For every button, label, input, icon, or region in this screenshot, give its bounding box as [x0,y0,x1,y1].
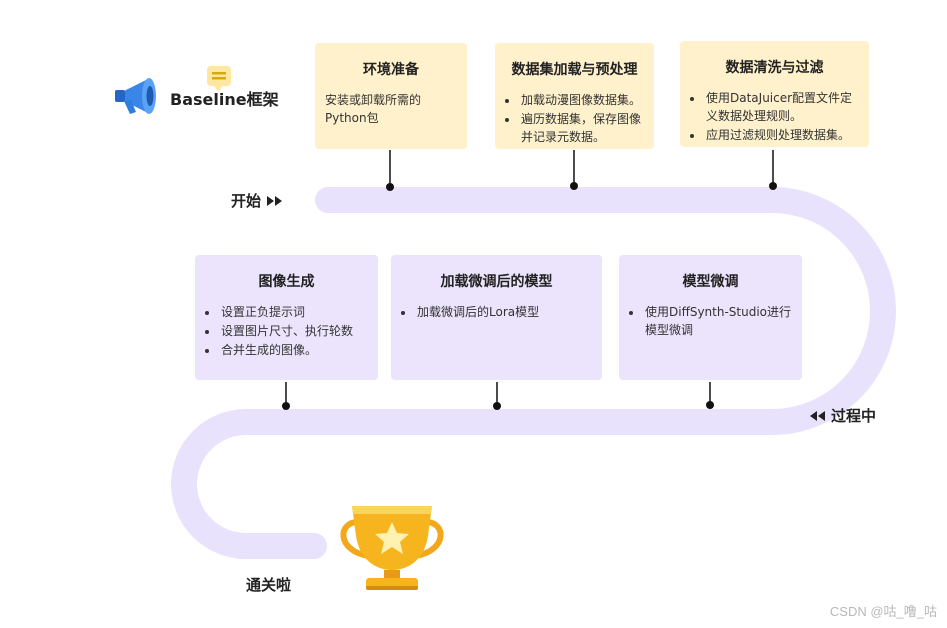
diagram-title: Baseline框架 [170,90,279,109]
card-load: 数据集加载与预处理 加载动漫图像数据集。 遍历数据集，保存图像并记录元数据。 [495,43,654,149]
card-clean: 数据清洗与过滤 使用DataJuicer配置文件定义数据处理规则。 应用过滤规则… [680,41,869,147]
list-item: 使用DataJuicer配置文件定义数据处理规则。 [704,89,859,125]
card-ft-title: 模型微调 [682,274,739,290]
finish-marker: 通关啦 [246,574,291,595]
list-item: 加载动漫图像数据集。 [519,91,644,109]
start-marker: 开始 [231,190,283,211]
card-loadft-list: 加载微调后的Lora模型 [401,303,592,321]
card-gen-title: 图像生成 [258,274,315,290]
card-env: 环境准备 安装或卸载所需的Python包 [315,43,467,149]
card-clean-title: 数据清洗与过滤 [725,60,824,76]
card-loadft-title: 加载微调后的模型 [440,274,553,290]
card-gen: 图像生成 设置正负提示词 设置图片尺寸、执行轮数 合并生成的图像。 [195,255,378,380]
card-load-title: 数据集加载与预处理 [511,62,638,78]
card-env-text: 安装或卸载所需的Python包 [325,93,422,125]
list-item: 设置正负提示词 [219,303,368,321]
list-item: 使用DiffSynth-Studio进行模型微调 [643,303,792,339]
megaphone-icon [115,78,156,114]
list-item: 遍历数据集，保存图像并记录元数据。 [519,110,644,146]
card-ft-list: 使用DiffSynth-Studio进行模型微调 [629,303,792,339]
list-item: 加载微调后的Lora模型 [415,303,592,321]
progress-label: 过程中 [831,407,877,425]
list-item: 设置图片尺寸、执行轮数 [219,322,368,340]
start-label: 开始 [231,192,262,210]
top-connectors [386,150,777,191]
list-item: 应用过滤规则处理数据集。 [704,126,859,144]
card-clean-list: 使用DataJuicer配置文件定义数据处理规则。 应用过滤规则处理数据集。 [690,89,859,144]
list-item: 合并生成的图像。 [219,341,368,359]
finish-label: 通关啦 [246,576,292,594]
trophy-icon [340,506,444,590]
card-env-title: 环境准备 [363,62,419,78]
card-loadft: 加载微调后的模型 加载微调后的Lora模型 [391,255,602,380]
watermark: CSDN @咕_噜_咕 [829,604,937,619]
progress-marker: 过程中 [810,405,876,426]
double-play-icon [267,195,283,206]
bottom-connectors [282,382,714,410]
card-load-list: 加载动漫图像数据集。 遍历数据集，保存图像并记录元数据。 [505,91,644,146]
track-path [171,187,896,559]
chat-bubble-icon [207,66,231,92]
card-gen-list: 设置正负提示词 设置图片尺寸、执行轮数 合并生成的图像。 [205,303,368,359]
double-rewind-icon [810,410,825,421]
card-ft: 模型微调 使用DiffSynth-Studio进行模型微调 [619,255,802,380]
